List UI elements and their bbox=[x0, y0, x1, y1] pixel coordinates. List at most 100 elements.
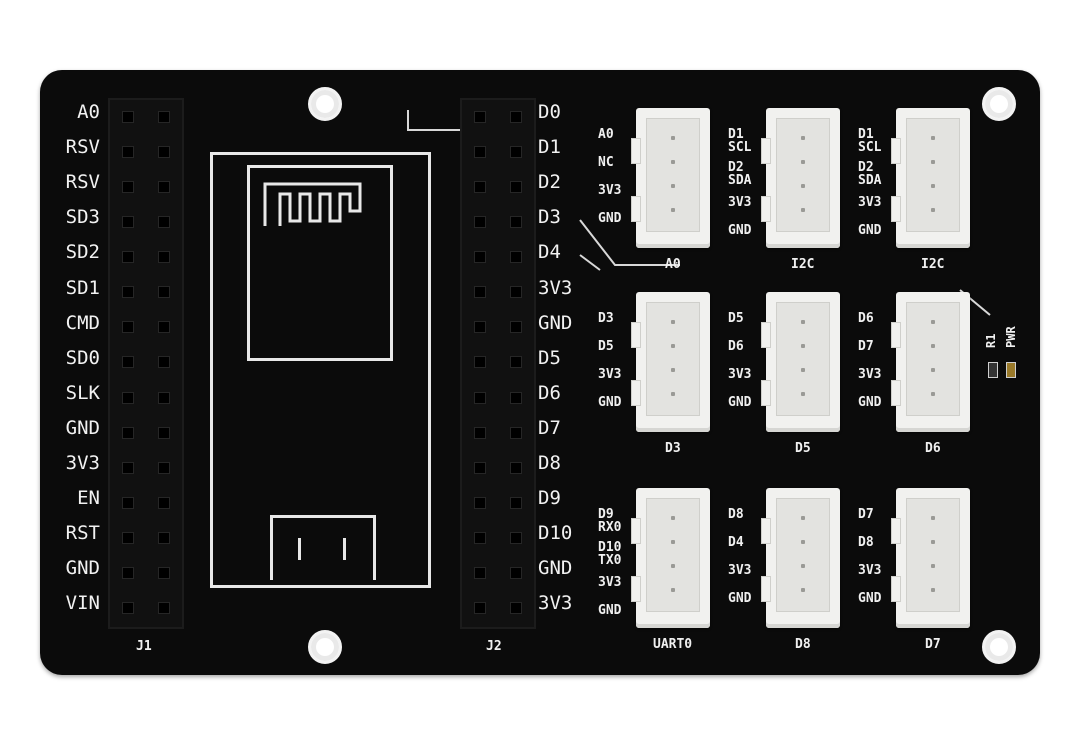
header-pin bbox=[462, 275, 498, 309]
grove-contact bbox=[801, 208, 805, 212]
grove-pin-label: NC bbox=[598, 155, 614, 170]
header-pin bbox=[498, 275, 534, 309]
pin-label: 3V3 bbox=[538, 592, 573, 615]
header-pin bbox=[110, 170, 146, 204]
grove-contact bbox=[931, 208, 935, 212]
header-j1-name: J1 bbox=[136, 639, 152, 654]
header-pin bbox=[462, 416, 498, 450]
header-pin bbox=[498, 135, 534, 169]
grove-connector-name: D8 bbox=[795, 637, 811, 652]
header-pin bbox=[498, 416, 534, 450]
header-pin bbox=[462, 100, 498, 134]
grove-pin-label: D6 bbox=[858, 311, 874, 326]
grove-contact bbox=[671, 564, 675, 568]
header-pin bbox=[462, 381, 498, 415]
header-pin bbox=[146, 381, 182, 415]
pin-label: SD1 bbox=[65, 276, 100, 299]
pin-label: D9 bbox=[538, 487, 561, 510]
pin-label: SD3 bbox=[65, 206, 100, 229]
pin-label: D0 bbox=[538, 101, 561, 123]
header-pin bbox=[146, 521, 182, 555]
pin-label: SLK bbox=[65, 381, 100, 404]
pin-label: D1 bbox=[538, 136, 561, 159]
header-pin bbox=[146, 170, 182, 204]
grove-latch-tab bbox=[891, 138, 901, 164]
pin-label: RST bbox=[65, 522, 100, 545]
grove-latch-tab bbox=[761, 322, 771, 348]
grove-connector bbox=[891, 292, 970, 432]
grove-pin-label: D7 bbox=[858, 339, 874, 354]
header-pin bbox=[498, 311, 534, 345]
grove-contact bbox=[671, 516, 675, 520]
grove-contact bbox=[671, 368, 675, 372]
pin-label: D4 bbox=[538, 241, 561, 264]
grove-pin-label: TX0 bbox=[598, 553, 622, 568]
grove-contact bbox=[801, 160, 805, 164]
grove-connector-name: D5 bbox=[795, 441, 811, 456]
header-pin bbox=[146, 275, 182, 309]
grove-pin-label: D8 bbox=[728, 507, 744, 522]
grove-pin-label: GND bbox=[728, 395, 752, 410]
grove-pin-label: D1 bbox=[858, 127, 874, 142]
grove-contact bbox=[671, 588, 675, 592]
grove-contact bbox=[801, 516, 805, 520]
grove-contact bbox=[801, 564, 805, 568]
pin-label: VIN bbox=[65, 592, 100, 615]
grove-pin-label: D3 bbox=[598, 311, 614, 326]
grove-latch-tab bbox=[631, 138, 641, 164]
pin-label: D3 bbox=[538, 206, 561, 229]
grove-latch-tab bbox=[761, 576, 771, 602]
header-pin bbox=[146, 556, 182, 590]
antenna-trace bbox=[263, 182, 362, 226]
grove-contact bbox=[931, 320, 935, 324]
grove-pin-label: GND bbox=[598, 395, 622, 410]
header-pin bbox=[110, 591, 146, 625]
grove-pin-label: 3V3 bbox=[858, 195, 882, 210]
grove-connector-name: UART0 bbox=[653, 637, 693, 652]
grove-pin-label: GND bbox=[728, 591, 752, 606]
header-pin bbox=[110, 275, 146, 309]
grove-connector-cavity bbox=[776, 302, 830, 416]
pin-label: D10 bbox=[538, 522, 573, 545]
grove-pin-label: 3V3 bbox=[598, 575, 622, 590]
grove-pin-label: SDA bbox=[728, 173, 752, 188]
pin-label: 3V3 bbox=[538, 276, 573, 299]
grove-pin-label: GND bbox=[598, 211, 622, 226]
mounting-hole-bottom-center bbox=[308, 630, 342, 664]
grove-pin-label: D6 bbox=[728, 339, 744, 354]
header-pin bbox=[462, 170, 498, 204]
grove-pin-label: D10 bbox=[598, 540, 622, 555]
grove-pin-label: D2 bbox=[728, 160, 744, 175]
grove-contact bbox=[801, 392, 805, 396]
grove-connector-name: A0 bbox=[665, 257, 681, 272]
header-pin bbox=[462, 486, 498, 520]
header-pin bbox=[498, 381, 534, 415]
grove-contact bbox=[931, 368, 935, 372]
header-pin bbox=[110, 205, 146, 239]
header-pin bbox=[498, 451, 534, 485]
grove-contact bbox=[801, 368, 805, 372]
pin-label: GND bbox=[538, 557, 573, 580]
header-pin bbox=[110, 521, 146, 555]
grove-connector bbox=[761, 108, 840, 248]
header-pin bbox=[498, 240, 534, 274]
pin-label: A0 bbox=[77, 101, 100, 123]
header-pin bbox=[146, 346, 182, 380]
pin-label: RSV bbox=[65, 171, 100, 194]
grove-contact bbox=[671, 344, 675, 348]
header-pin bbox=[498, 556, 534, 590]
grove-connector bbox=[891, 488, 970, 628]
grove-contact bbox=[801, 184, 805, 188]
header-pin bbox=[146, 591, 182, 625]
header-pin bbox=[146, 240, 182, 274]
pin-label: GND bbox=[65, 416, 100, 439]
header-pin bbox=[110, 556, 146, 590]
grove-contact bbox=[671, 392, 675, 396]
grove-latch-tab bbox=[761, 518, 771, 544]
pin-label: GND bbox=[65, 557, 100, 580]
pin-label: GND bbox=[538, 311, 573, 334]
grove-pin-label: 3V3 bbox=[858, 367, 882, 382]
usb-mark-right bbox=[343, 538, 346, 560]
header-pin bbox=[110, 486, 146, 520]
header-pin bbox=[146, 311, 182, 345]
